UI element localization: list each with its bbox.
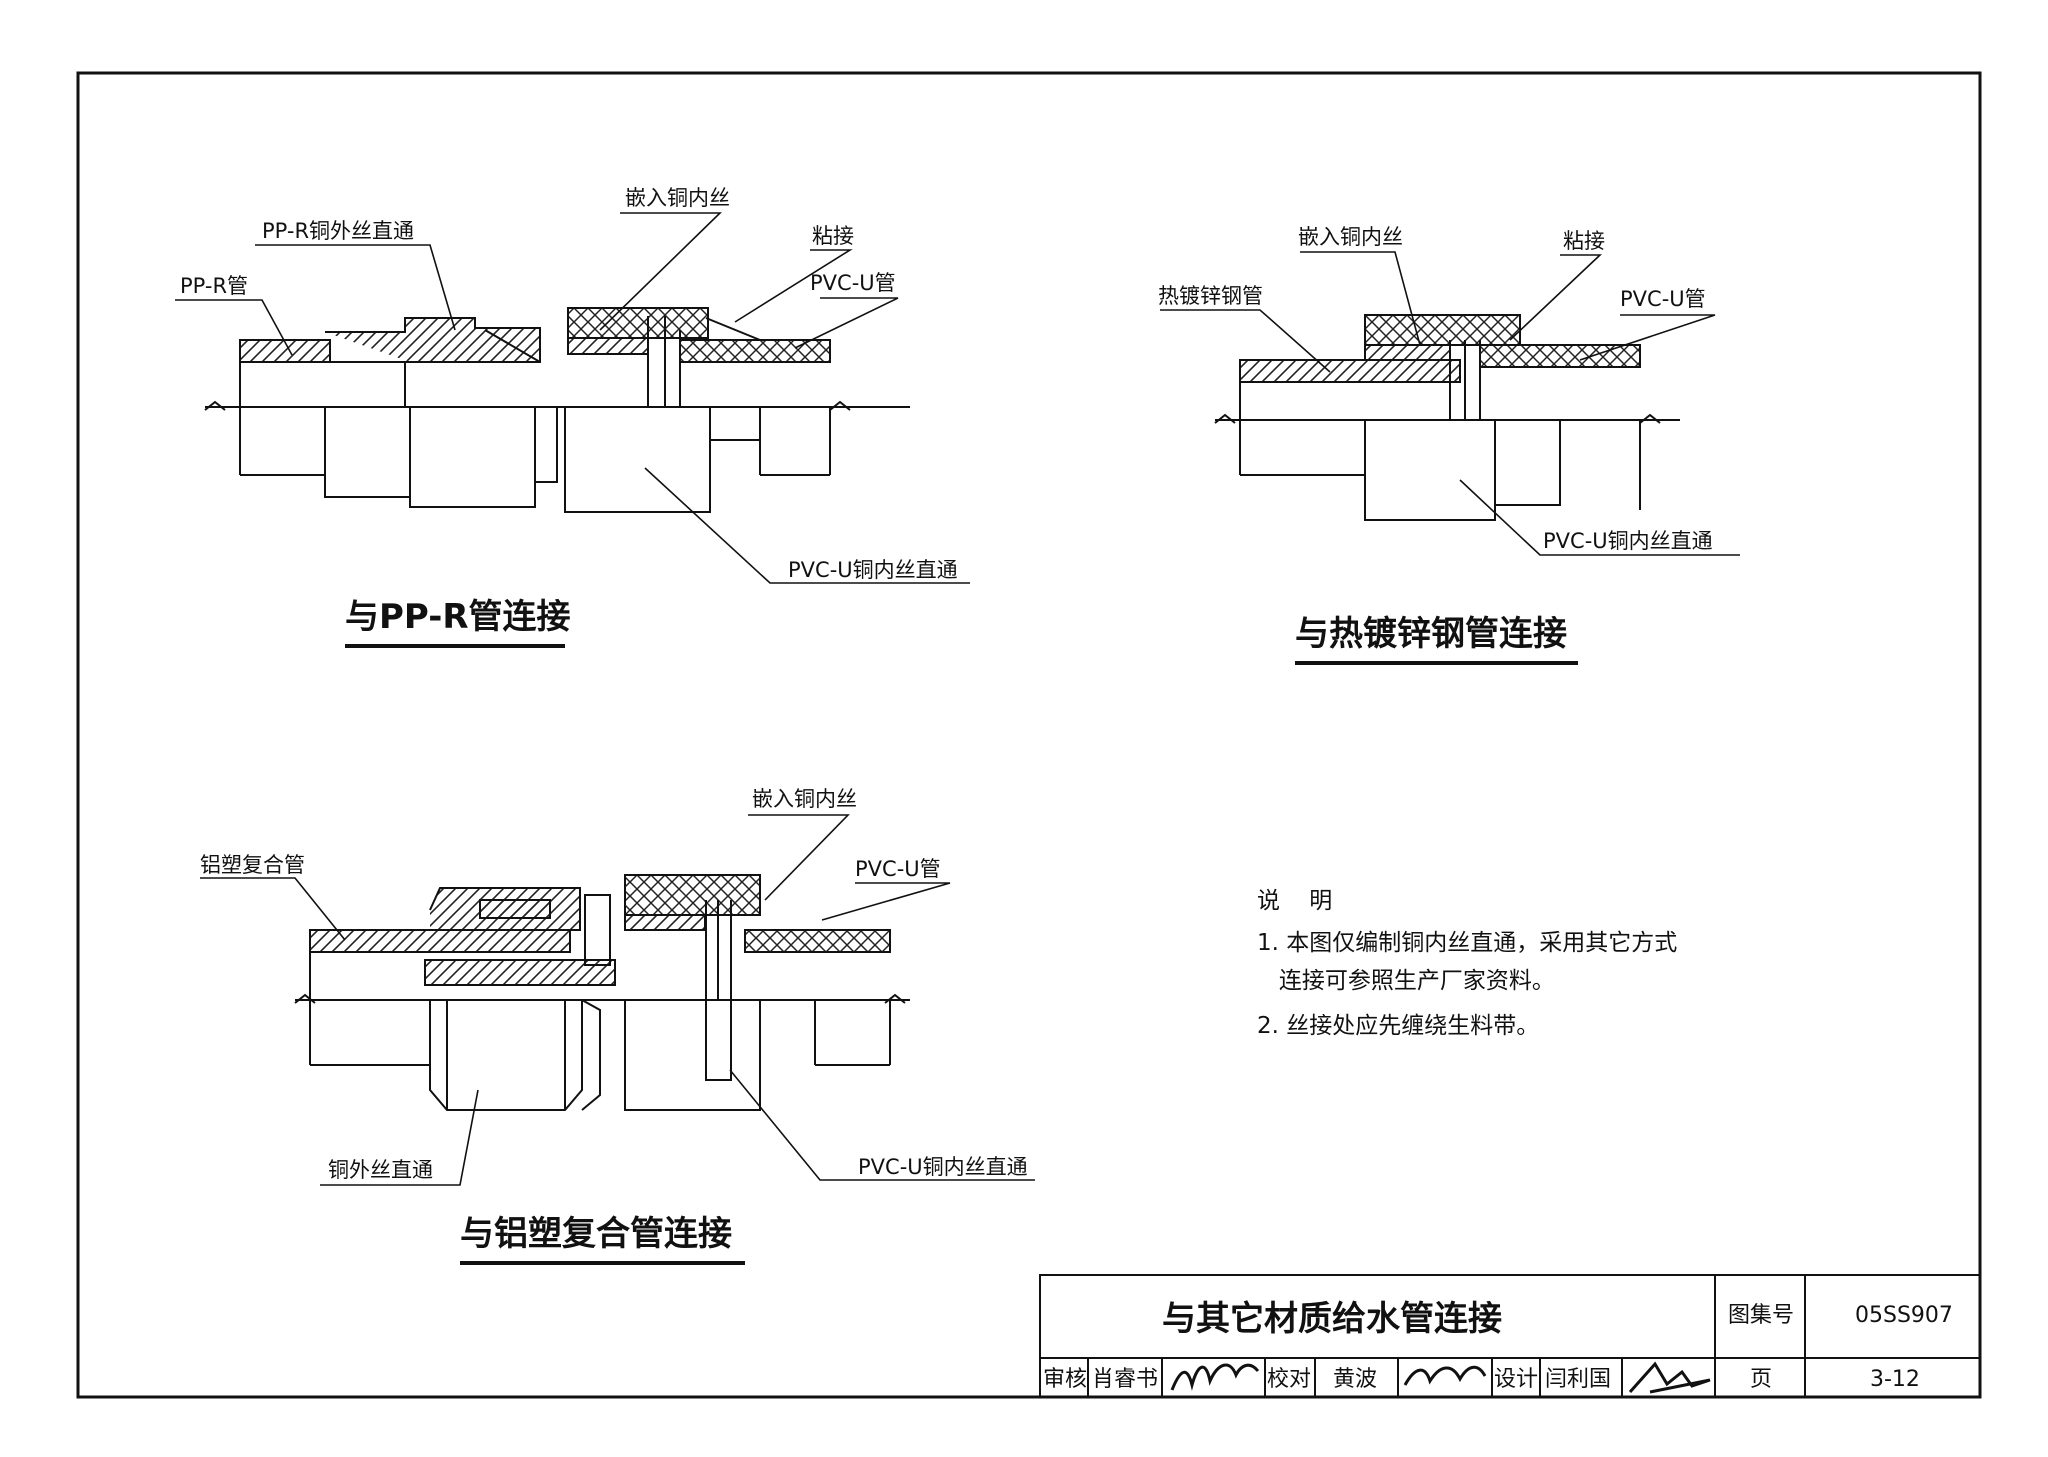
label-galv-pvc-fitting: PVC-U铜内丝直通: [1543, 529, 1713, 553]
check-label: 校对: [1267, 1367, 1311, 1392]
page-label: 页: [1750, 1367, 1772, 1392]
leaders-alu: [200, 814, 1035, 1186]
caption-alu: 与铝塑复合管连接: [460, 1214, 732, 1254]
label-alu-brass-fitting: 铜外丝直通: [328, 1158, 433, 1182]
page-number: 3-12: [1870, 1367, 1920, 1392]
reviewer-signature: [1170, 1363, 1260, 1391]
checker-name: 黄波: [1333, 1367, 1377, 1392]
label-ppr-fitting: PP-R铜外丝直通: [262, 219, 414, 243]
review-label: 审核: [1043, 1367, 1087, 1392]
note-line-2: 连接可参照生产厂家资料。: [1257, 968, 1555, 994]
diagram-galv: [1214, 314, 1680, 521]
label-alu-pvc-fitting: PVC-U铜内丝直通: [858, 1155, 1028, 1179]
design-label: 设计: [1494, 1367, 1538, 1392]
leaders-ppr: [175, 212, 970, 584]
label-galv-pvc-pipe: PVC-U管: [1620, 287, 1706, 311]
caption-ppr: 与PP-R管连接: [345, 597, 571, 637]
label-ppr-pvc-pipe: PVC-U管: [810, 271, 896, 295]
label-alu-pvc-pipe: PVC-U管: [855, 857, 941, 881]
designer-name: 闫利国: [1545, 1367, 1611, 1392]
label-ppr-pipe: PP-R管: [180, 274, 248, 298]
caption-galv: 与热镀锌钢管连接: [1295, 614, 1567, 654]
atlas-number: 05SS907: [1855, 1303, 1953, 1328]
label-galv-steel-pipe: 热镀锌钢管: [1158, 284, 1263, 308]
title-block-title: 与其它材质给水管连接: [1162, 1299, 1502, 1339]
sheet-border: [76, 71, 1982, 1399]
leaders-galv: [1160, 251, 1740, 556]
label-galv-insert: 嵌入铜内丝: [1298, 225, 1403, 249]
label-alu-pipe: 铝塑复合管: [200, 853, 305, 877]
label-ppr-glue: 粘接: [812, 224, 854, 248]
label-ppr-insert: 嵌入铜内丝: [625, 186, 730, 210]
designer-signature: [1628, 1361, 1711, 1394]
diagram-alu: [294, 874, 910, 1111]
title-block: [1039, 1274, 1981, 1398]
label-ppr-pvc-fitting: PVC-U铜内丝直通: [788, 558, 958, 582]
diagram-ppr: [204, 307, 910, 513]
note-line-1: 1. 本图仅编制铜内丝直通，采用其它方式: [1257, 930, 1677, 956]
atlas-label: 图集号: [1728, 1303, 1794, 1328]
note-line-3: 2. 丝接处应先缠绕生料带。: [1257, 1013, 1539, 1039]
label-alu-insert: 嵌入铜内丝: [752, 787, 857, 811]
checker-signature: [1403, 1365, 1487, 1386]
reviewer-name: 肖睿书: [1092, 1367, 1158, 1392]
notes-title: 说 明: [1257, 888, 1332, 914]
label-galv-glue: 粘接: [1563, 229, 1605, 253]
